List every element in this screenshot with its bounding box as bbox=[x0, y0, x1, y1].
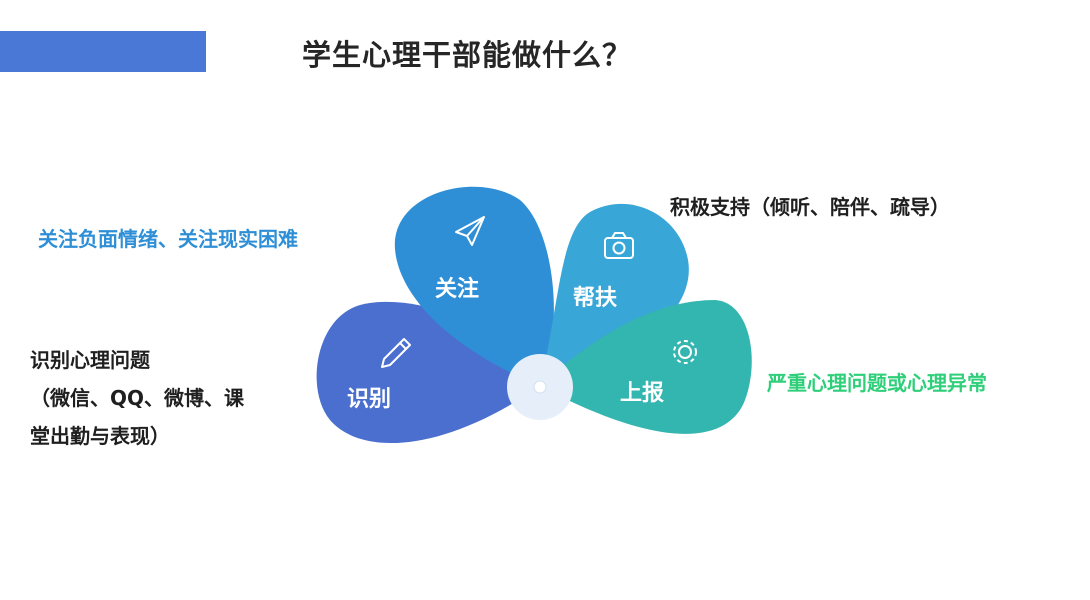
pencil-icon bbox=[381, 338, 411, 368]
petal-help bbox=[540, 203, 689, 386]
note-identify-line: 堂出勤与表现） bbox=[30, 424, 170, 448]
petal-label-identify: 识别 bbox=[347, 387, 391, 412]
page-title: 学生心理干部能做什么？ bbox=[302, 38, 633, 72]
note-report: 严重心理问题或心理异常 bbox=[767, 371, 987, 395]
note-identify: 识别心理问题 （微信、QQ、微博、课 堂出勤与表现） bbox=[30, 341, 244, 455]
camera-icon bbox=[604, 232, 634, 259]
petal-focus bbox=[394, 186, 554, 386]
petal-label-focus: 关注 bbox=[435, 276, 479, 302]
petal-label-report: 上报 bbox=[620, 381, 664, 406]
note-focus: 关注负面情绪、关注现实困难 bbox=[38, 227, 298, 251]
note-identify-line: （微信、QQ、微博、课 bbox=[30, 386, 245, 410]
petal-label-help: 帮扶 bbox=[573, 285, 617, 311]
note-identify-line: 识别心理问题 bbox=[30, 348, 150, 372]
paper-plane-icon bbox=[455, 216, 485, 246]
note-help: 积极支持（倾听、陪伴、疏导） bbox=[670, 195, 950, 219]
center-dot bbox=[533, 380, 547, 394]
petal-report bbox=[540, 300, 752, 434]
accent-bar bbox=[0, 31, 206, 72]
gear-icon bbox=[673, 340, 697, 364]
